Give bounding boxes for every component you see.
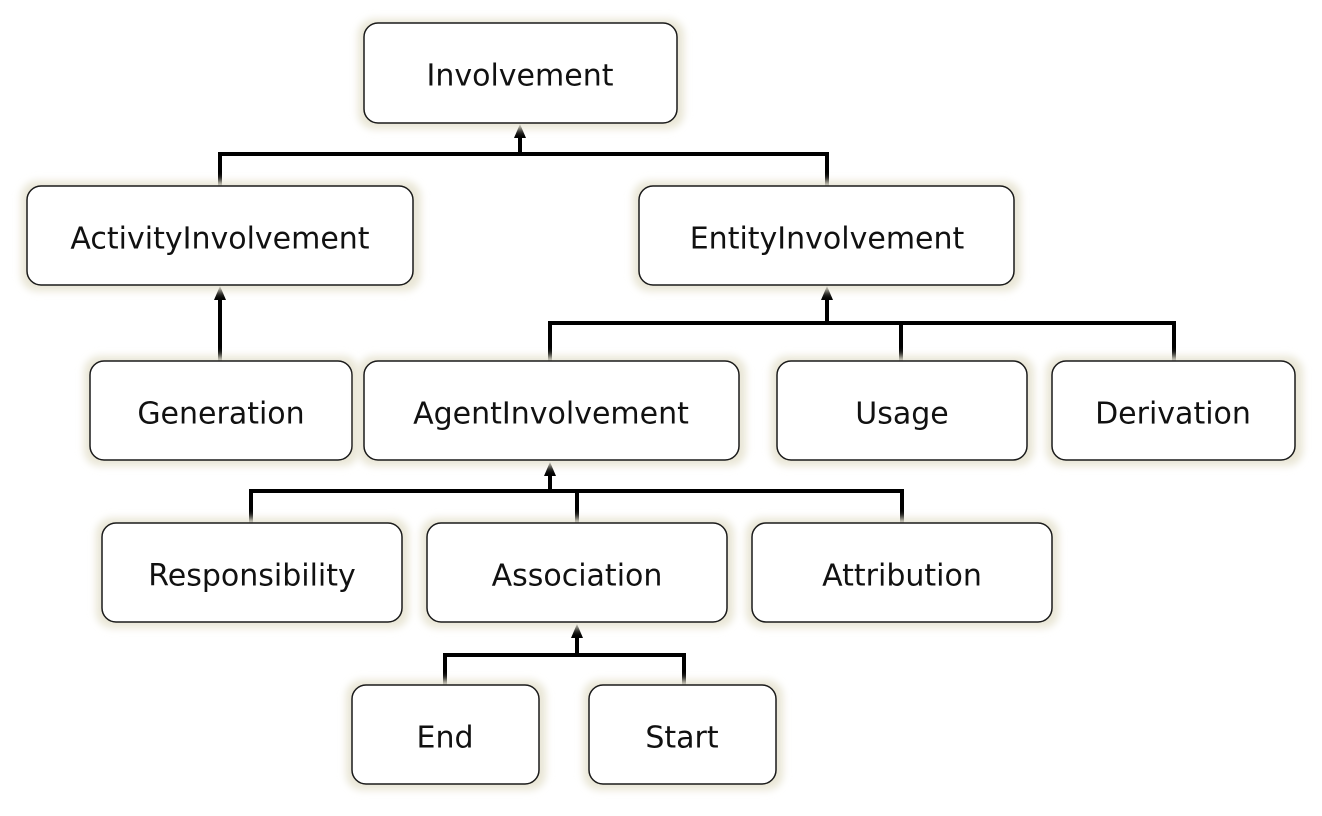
arrowhead-activityinvolvement	[214, 286, 226, 300]
node-label-derivation: Derivation	[1095, 397, 1251, 432]
node-entityinvolvement: EntityInvolvement	[633, 181, 1021, 291]
connectors	[214, 124, 1176, 686]
edge-agentinvolvement-to-entityinvolvement	[548, 321, 1176, 362]
node-label-responsibility: Responsibility	[148, 559, 356, 594]
arrowhead-involvement	[514, 124, 526, 138]
node-label-attribution: Attribution	[822, 559, 982, 594]
node-usage: Usage	[771, 356, 1034, 466]
node-generation: Generation	[84, 356, 359, 466]
node-responsibility: Responsibility	[96, 518, 409, 628]
node-involvement: Involvement	[358, 19, 684, 129]
node-activityinvolvement: ActivityInvolvement	[21, 181, 421, 291]
arrowhead-agentinvolvement	[544, 462, 556, 476]
node-derivation: Derivation	[1046, 356, 1303, 466]
node-label-activityinvolvement: ActivityInvolvement	[70, 222, 369, 257]
node-label-generation: Generation	[137, 397, 304, 432]
node-label-association: Association	[492, 559, 663, 594]
arrowhead-association	[571, 624, 583, 638]
node-label-end: End	[416, 721, 473, 756]
node-label-agentinvolvement: AgentInvolvement	[413, 397, 689, 432]
arrowhead-entityinvolvement	[821, 286, 833, 300]
node-association: Association	[421, 518, 734, 628]
node-label-involvement: Involvement	[427, 59, 614, 94]
edge-entityinvolvement-to-involvement	[520, 152, 829, 186]
node-label-start: Start	[645, 721, 719, 756]
node-label-entityinvolvement: EntityInvolvement	[690, 222, 965, 257]
node-label-usage: Usage	[855, 397, 948, 432]
node-end: End	[346, 680, 546, 790]
edge-activityinvolvement-to-involvement	[218, 136, 522, 186]
node-agentinvolvement: AgentInvolvement	[358, 356, 746, 466]
node-attribution: Attribution	[746, 518, 1059, 628]
node-start: Start	[583, 680, 783, 790]
edge-end-to-association	[443, 653, 686, 686]
